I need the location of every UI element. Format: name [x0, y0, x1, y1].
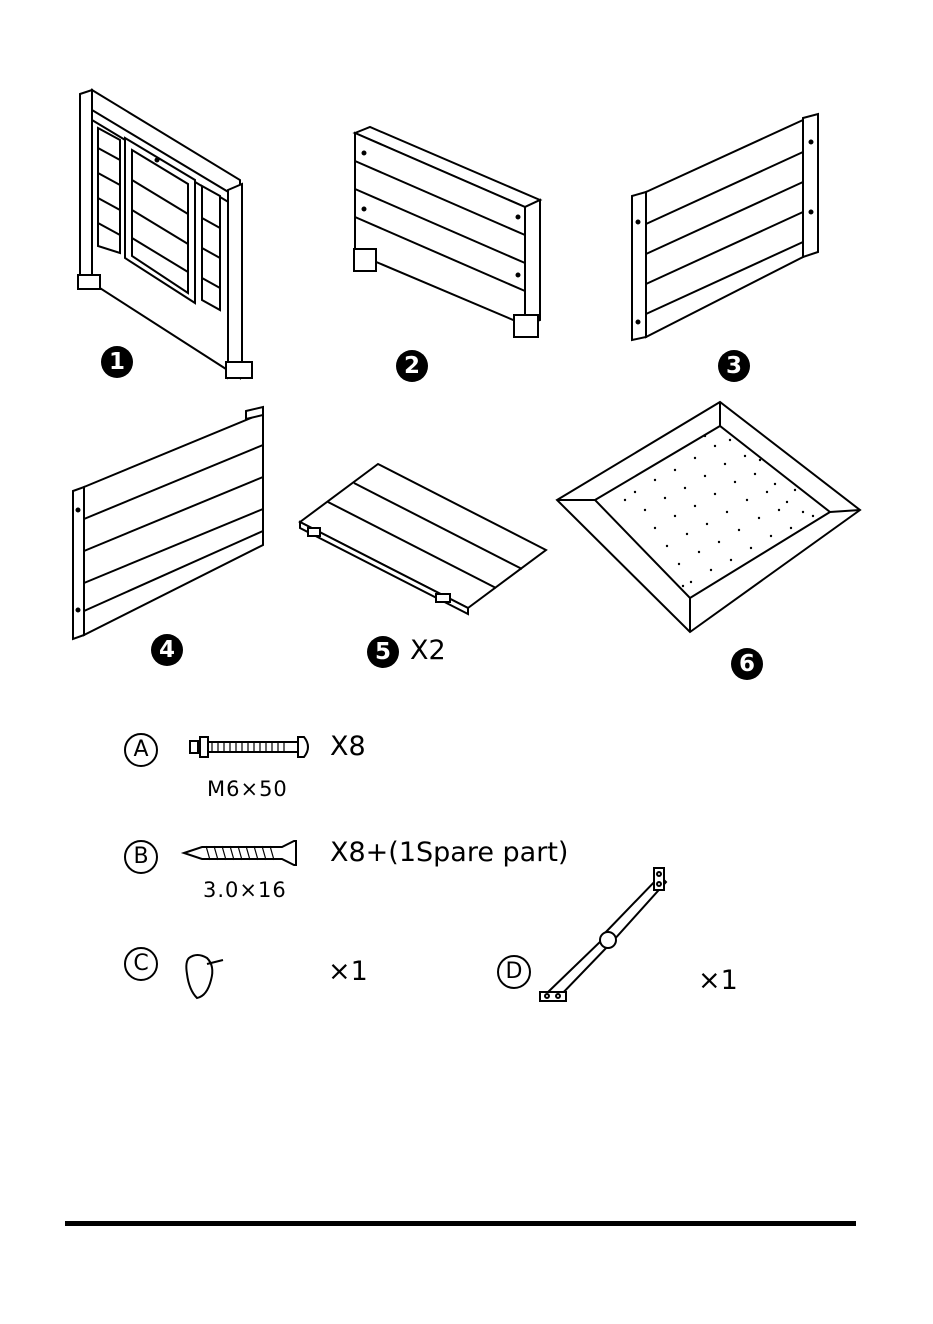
hardware-label-a: A [124, 733, 158, 767]
hardware-b-size: 3.0×16 [203, 878, 287, 902]
bolt-icon [188, 735, 318, 759]
hardware-label-b: B [124, 840, 158, 874]
hardware-label-c: C [124, 947, 158, 981]
panel-3-drawing [628, 112, 828, 342]
panel-1-drawing [70, 88, 260, 383]
panel-number-3: 3 [718, 350, 750, 382]
lid-stay-icon [536, 864, 676, 1006]
panel-4-drawing [68, 405, 273, 640]
hardware-d-quantity: ×1 [698, 966, 738, 996]
panel-2-drawing [350, 125, 545, 345]
panel-number-2: 2 [396, 350, 428, 382]
hardware-c-quantity: ×1 [328, 957, 368, 987]
panel-5-quantity: X2 [410, 636, 446, 666]
panel-number-6: 6 [731, 648, 763, 680]
panel-number-5: 5 [367, 636, 399, 668]
panel-number-4: 4 [151, 634, 183, 666]
hardware-label-d: D [497, 955, 531, 989]
panel-number-1: 1 [101, 346, 133, 378]
screw-icon [182, 840, 307, 866]
hardware-a-size: M6×50 [207, 777, 288, 801]
panel-6-drawing [555, 400, 865, 635]
hardware-a-quantity: X8 [330, 732, 366, 762]
footer-rule [65, 1221, 856, 1226]
hardware-b-quantity: X8+(1Spare part) [330, 838, 568, 868]
knob-icon [183, 950, 228, 1002]
panel-5-drawing [298, 462, 548, 612]
